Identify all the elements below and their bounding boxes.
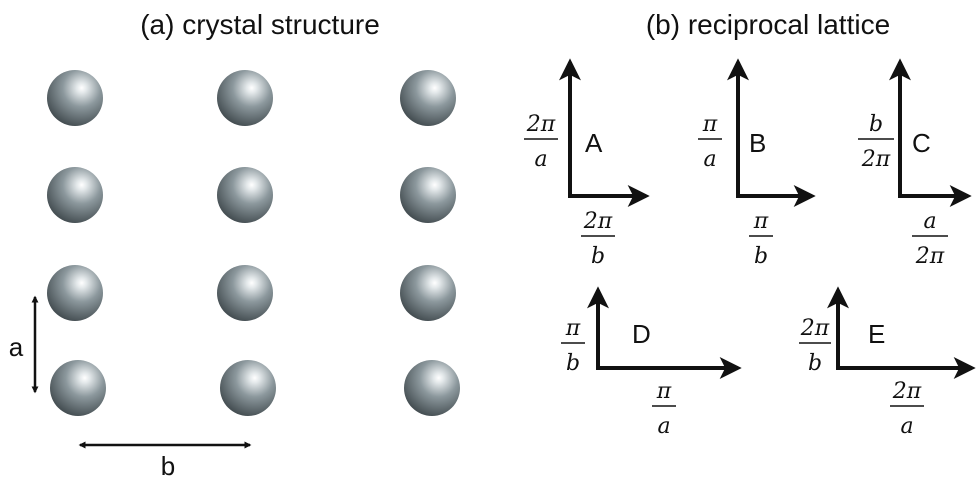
panel-b-title: (b) reciprocal lattice: [646, 9, 890, 40]
lattice-spacing-a-label: a: [9, 332, 24, 362]
panel-b: (b) reciprocal lattice A 2π a 2π b B π a…: [524, 9, 976, 439]
option-label: C: [912, 128, 931, 158]
vertical-numerator: π: [565, 316, 581, 341]
vertical-denominator: a: [703, 147, 716, 172]
atom: [47, 70, 103, 126]
atom: [217, 265, 273, 321]
horizontal-denominator: b: [754, 244, 768, 269]
panel-a-title: (a) crystal structure: [140, 9, 380, 40]
atom: [400, 167, 456, 223]
atom-lattice: [47, 70, 460, 416]
vertical-numerator: b: [869, 112, 883, 137]
horizontal-denominator: a: [657, 414, 670, 439]
vertical-denominator: 2π: [861, 147, 891, 172]
atom: [217, 70, 273, 126]
horizontal-numerator: 2π: [583, 209, 613, 234]
panel-a: (a) crystal structure a b: [9, 9, 460, 480]
option-d: D π b π a: [561, 286, 742, 439]
option-b: B π a π b: [698, 58, 816, 269]
option-a: A 2π a 2π b: [524, 58, 650, 269]
vertical-denominator: a: [534, 147, 547, 172]
lattice-spacing-b-label: b: [161, 451, 175, 480]
atom: [400, 265, 456, 321]
atom: [47, 265, 103, 321]
option-label: B: [749, 128, 766, 158]
horizontal-denominator: b: [591, 244, 605, 269]
horizontal-numerator: 2π: [892, 379, 922, 404]
atom: [220, 360, 276, 416]
vertical-numerator: 2π: [526, 112, 556, 137]
option-label: D: [632, 319, 651, 349]
horizontal-numerator: π: [656, 379, 672, 404]
option-label: A: [585, 128, 603, 158]
atom: [50, 360, 106, 416]
horizontal-denominator: a: [900, 414, 913, 439]
atom: [400, 70, 456, 126]
option-c: C b 2π a 2π: [858, 58, 972, 269]
horizontal-denominator: 2π: [915, 244, 945, 269]
atom: [47, 167, 103, 223]
atom: [404, 360, 460, 416]
horizontal-numerator: a: [923, 209, 936, 234]
atom: [217, 167, 273, 223]
option-e: E 2π b 2π a: [799, 286, 976, 439]
vertical-numerator: 2π: [800, 316, 830, 341]
option-label: E: [868, 319, 885, 349]
horizontal-numerator: π: [753, 209, 769, 234]
vertical-denominator: b: [808, 351, 822, 376]
vertical-denominator: b: [566, 351, 580, 376]
vertical-numerator: π: [702, 112, 718, 137]
